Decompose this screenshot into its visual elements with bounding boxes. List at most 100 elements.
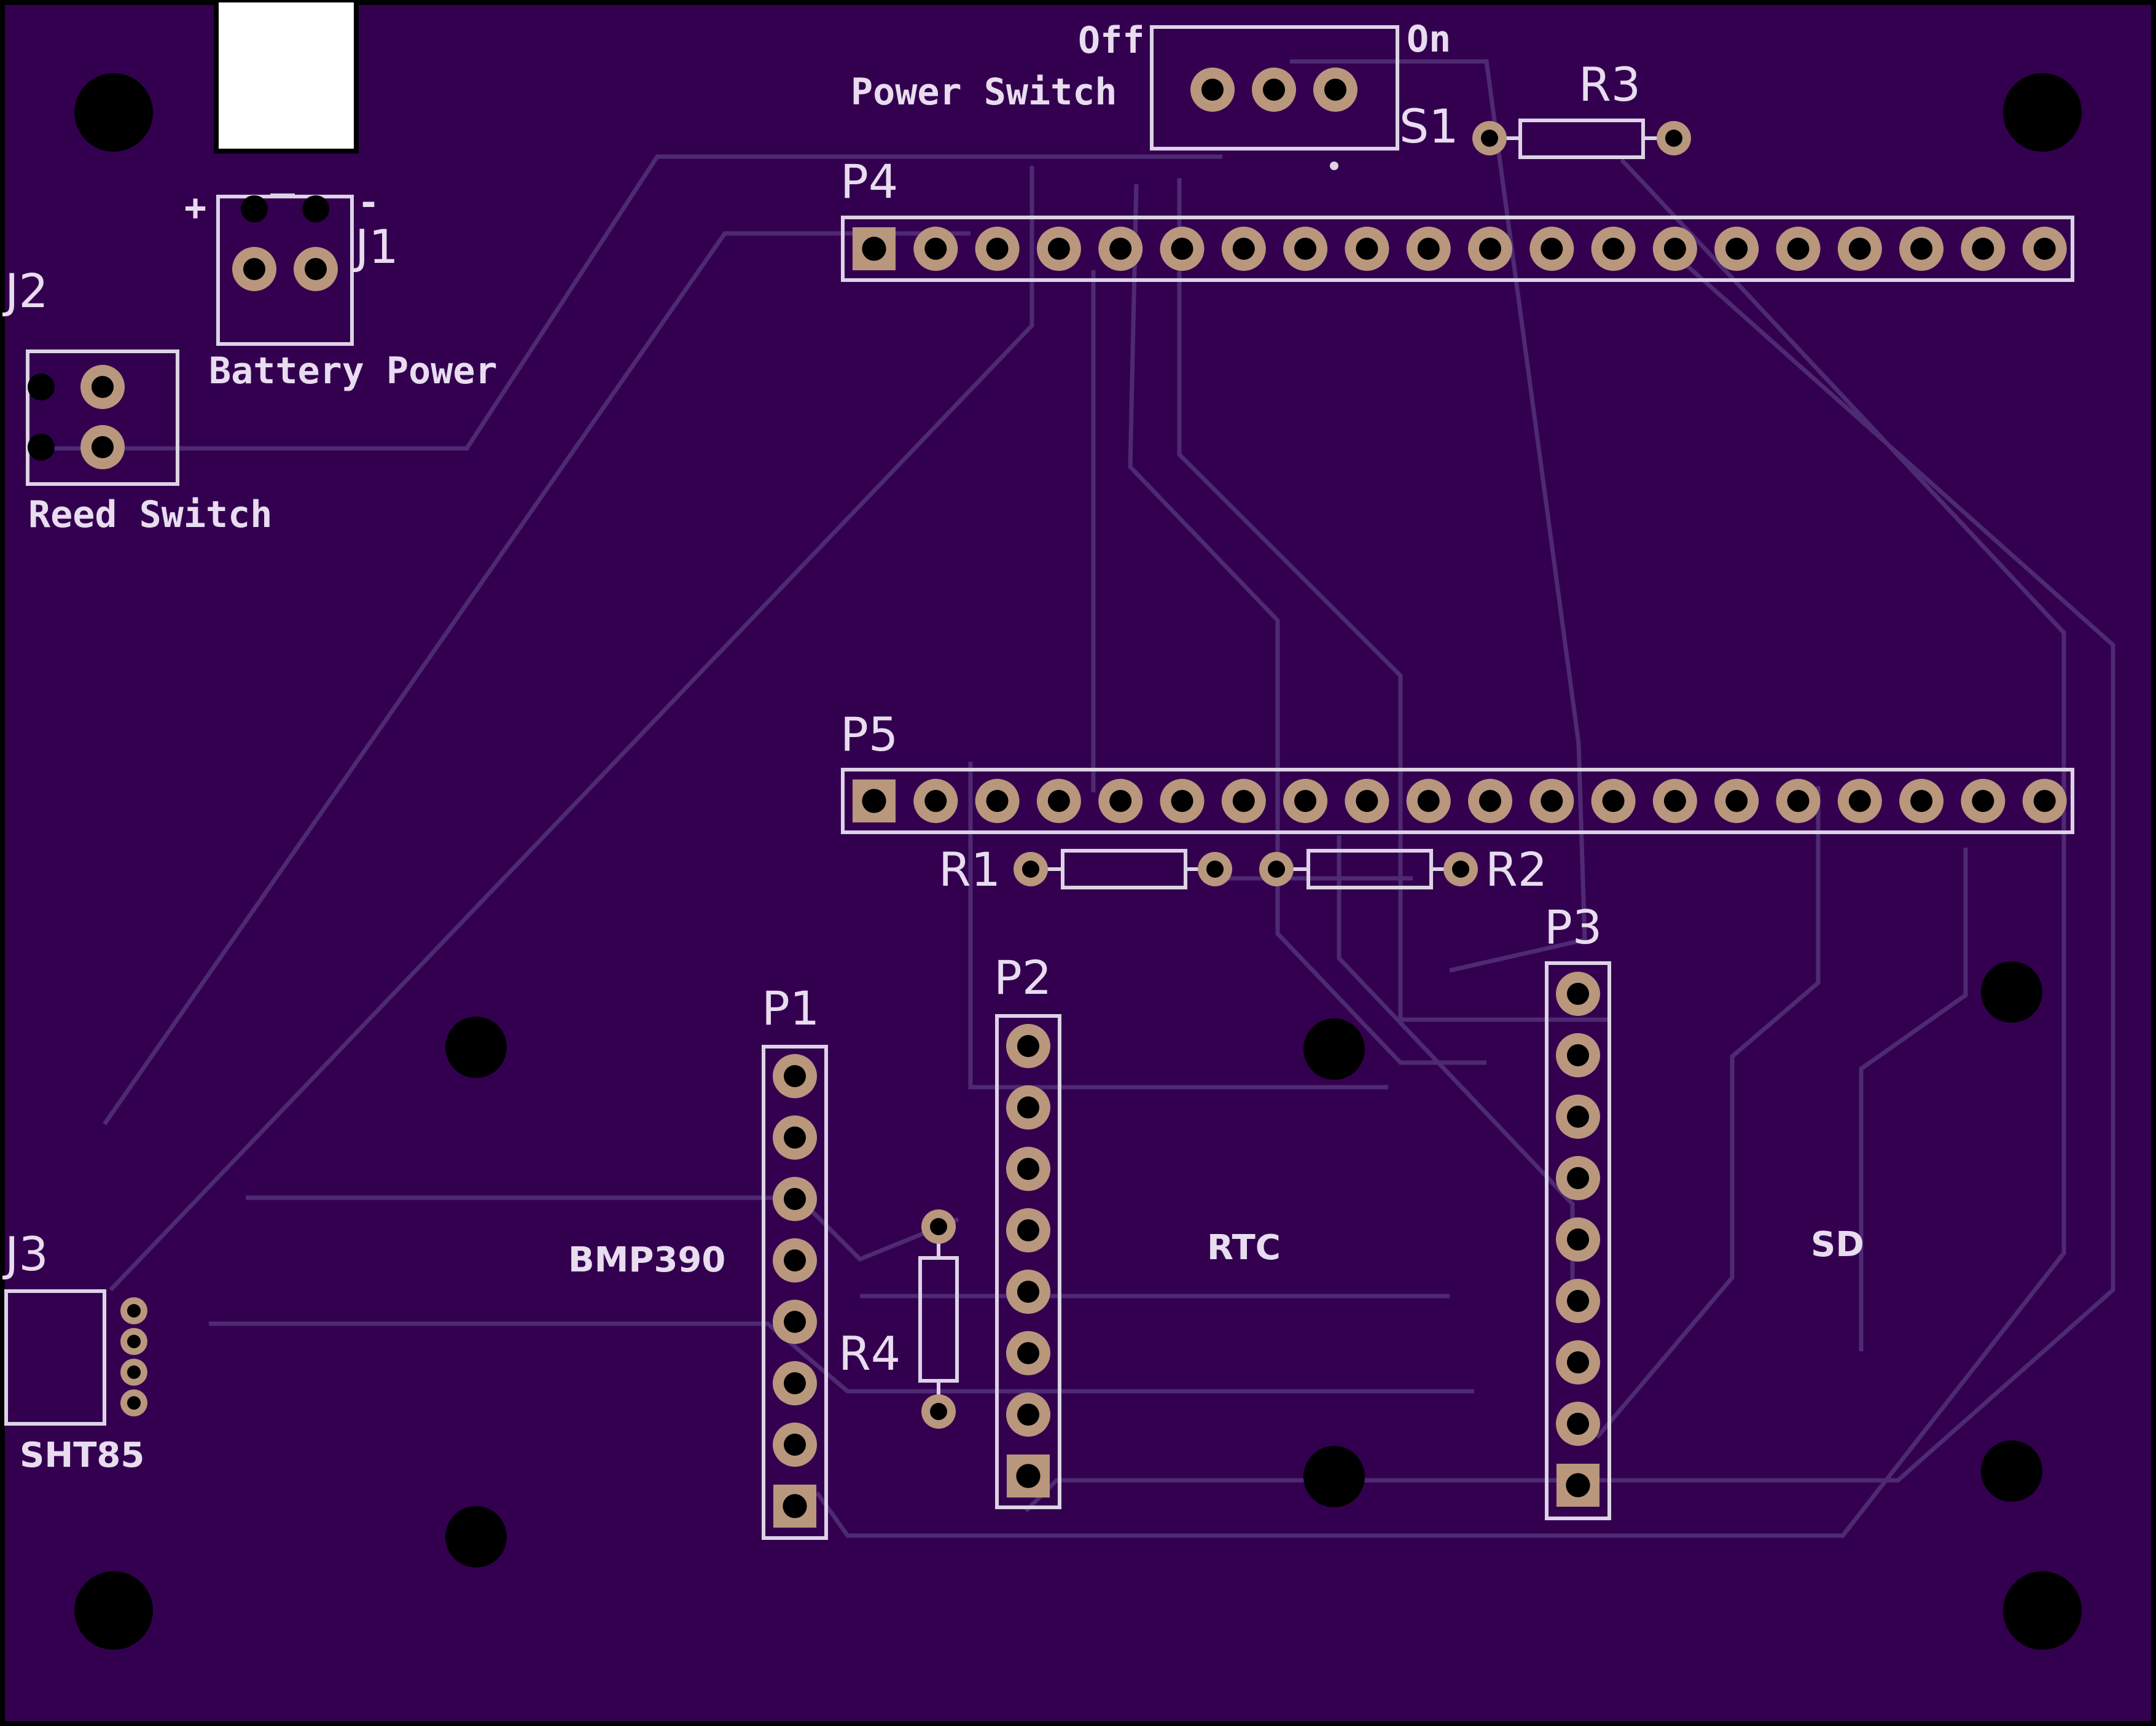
mounting-hole — [1981, 1440, 2042, 1502]
p3-outline — [1545, 961, 1611, 1520]
label-sht85: SHT85 — [20, 1435, 144, 1475]
p5-pad-hole — [1047, 790, 1070, 812]
label-r2: R2 — [1485, 842, 1547, 897]
p3-pad-hole — [1567, 1228, 1589, 1251]
r1-pad-hole — [1206, 861, 1224, 878]
label-j1-minus: - — [357, 181, 380, 224]
mounting-hole — [2003, 1571, 2082, 1650]
mounting-hole — [445, 1017, 507, 1078]
label-r1: R1 — [939, 842, 1001, 897]
label-bmp390: BMP390 — [568, 1240, 725, 1280]
j1-mark-plus — [241, 195, 268, 222]
p5-pad-hole — [1171, 790, 1193, 812]
r3-pad-hole — [1481, 130, 1498, 147]
label-off: Off — [1078, 19, 1144, 62]
mounting-holes — [74, 73, 2082, 1650]
j2-outline — [26, 349, 179, 486]
p5-pad-hole — [924, 790, 947, 812]
p2-pad-hole — [1017, 1342, 1039, 1364]
label-j3: J3 — [2, 1227, 49, 1281]
r4-pad-hole — [930, 1218, 947, 1235]
p4-pad-hole — [1910, 238, 1933, 260]
p3-pad-hole — [1567, 1413, 1589, 1435]
label-p1: P1 — [762, 981, 819, 1036]
mounting-hole — [1303, 1446, 1365, 1507]
p4-pad-hole — [1047, 238, 1070, 260]
p1-pad-hole — [784, 1127, 806, 1149]
p4-pad-hole — [1294, 238, 1317, 260]
p1-pad-hole — [784, 1311, 806, 1333]
j2-mark-a — [28, 373, 55, 400]
p4-pad-hole — [1109, 238, 1132, 260]
p4-pad-hole — [1541, 238, 1563, 260]
p4-pad-hole — [1417, 238, 1440, 260]
j3-pad-hole — [127, 1396, 141, 1410]
p5-pad-hole — [1910, 790, 1933, 812]
p5-pad-hole — [1417, 790, 1440, 812]
p5-pad-hole — [1787, 790, 1810, 812]
mounting-hole — [1303, 1018, 1365, 1080]
label-j1-plus: + — [184, 186, 206, 229]
p5-pad-hole — [1725, 790, 1748, 812]
p5-pad-hole — [1602, 790, 1625, 812]
label-j2: J2 — [2, 264, 49, 318]
power-switch-outline — [1150, 25, 1399, 150]
p4-pad-hole — [1972, 238, 1994, 260]
polarity-marks — [28, 162, 1338, 461]
r3-pad-hole — [1665, 130, 1682, 147]
label-p4: P4 — [840, 154, 898, 209]
label-battery-power: Battery Power — [209, 349, 498, 392]
p4-pad-hole — [924, 238, 947, 260]
p4-pad-hole — [1787, 238, 1810, 260]
silkscreen-text: Off On Power Switch S1 R3 P4 J1 + - Batt… — [2, 18, 1864, 1475]
p2-pad-hole — [1017, 1096, 1039, 1119]
s1-pad-hole — [1263, 79, 1285, 101]
j3-pad-hole — [127, 1304, 141, 1318]
s1-pad-hole — [1324, 79, 1346, 101]
p4-pad-hole — [1602, 238, 1625, 260]
p4-pad-hole — [1356, 238, 1378, 260]
p4-pad-hole — [1171, 238, 1193, 260]
j2-pad-hole — [92, 436, 114, 458]
board-notch — [214, 0, 359, 154]
s1-dot — [1330, 162, 1338, 170]
p4-pad-hole — [862, 236, 886, 261]
label-r3: R3 — [1579, 57, 1641, 112]
label-reed-switch: Reed Switch — [28, 493, 272, 536]
copper-traces — [37, 59, 2115, 1538]
mounting-hole — [445, 1506, 507, 1568]
j1-mark-minus — [302, 195, 329, 222]
p3-pad-hole — [1567, 983, 1589, 1005]
p5-pad-hole — [1356, 790, 1378, 812]
r1-pad-hole — [1022, 861, 1039, 878]
p5-pad-hole — [1848, 790, 1871, 812]
j1-pad-hole — [305, 258, 327, 280]
p1-pad-hole — [784, 1249, 806, 1271]
j1-pad-hole — [243, 258, 265, 280]
p5-pad-hole — [1294, 790, 1317, 812]
p4-pad-hole — [2033, 238, 2056, 260]
r4-pad-hole — [930, 1403, 947, 1420]
p3-pad-hole — [1567, 1106, 1589, 1128]
p3-pad-hole — [1567, 1044, 1589, 1066]
component-pads — [80, 68, 2067, 1528]
j3-pad-hole — [127, 1365, 141, 1379]
mounting-hole — [2003, 73, 2082, 152]
label-on: On — [1407, 18, 1451, 61]
p2-pad-hole — [1017, 1219, 1039, 1241]
p3-pad-hole — [1567, 1290, 1589, 1312]
r2-pad-hole — [1268, 861, 1285, 878]
p1-pad-hole — [784, 1188, 806, 1210]
p3-pad-hole — [1566, 1473, 1590, 1498]
p5-pad-hole — [986, 790, 1009, 812]
p4-outline — [841, 216, 2074, 282]
label-p3: P3 — [1544, 900, 1602, 955]
p4-pad-hole — [1232, 238, 1255, 260]
p4-pad-hole — [986, 238, 1009, 260]
p5-pad-hole — [1972, 790, 1994, 812]
j2-pad-hole — [92, 376, 114, 398]
j2-mark-b — [28, 434, 55, 461]
p5-pad-hole — [862, 789, 886, 813]
